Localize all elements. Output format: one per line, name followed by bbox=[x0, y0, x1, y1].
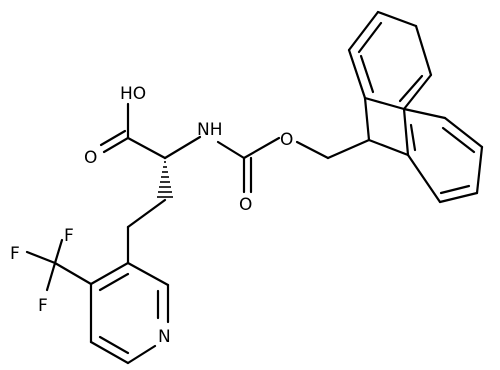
bond bbox=[402, 73, 433, 111]
bond bbox=[126, 136, 167, 160]
bond bbox=[414, 24, 433, 77]
bond bbox=[402, 107, 447, 120]
bond bbox=[45, 261, 57, 292]
bond bbox=[406, 153, 442, 204]
bond bbox=[53, 238, 64, 265]
atom-label-acid-oxygen: O bbox=[84, 148, 97, 168]
bond bbox=[25, 250, 57, 265]
bond bbox=[163, 135, 202, 160]
atom-label-fluorine-top: F bbox=[64, 226, 74, 246]
bond bbox=[357, 21, 383, 54]
bond bbox=[295, 140, 330, 160]
trifluoromethyl-group bbox=[25, 238, 93, 292]
bond bbox=[359, 54, 375, 94]
bond bbox=[99, 129, 127, 147]
bond bbox=[53, 261, 93, 286]
atom-label-fluorine-bottom: F bbox=[38, 296, 48, 316]
bond bbox=[242, 136, 281, 160]
bond bbox=[89, 261, 130, 286]
bond bbox=[98, 335, 130, 355]
bond bbox=[347, 48, 367, 100]
atom-label-amine: NH bbox=[197, 120, 223, 140]
bond bbox=[443, 116, 484, 149]
bond bbox=[376, 10, 418, 28]
pyridine-ring bbox=[89, 261, 170, 365]
carbamate-linker bbox=[216, 136, 371, 194]
bond bbox=[126, 198, 167, 229]
bond bbox=[363, 96, 371, 142]
atom-label-carbonyl-oxygen: O bbox=[239, 195, 252, 215]
fluorene-group bbox=[347, 10, 484, 204]
bond bbox=[363, 96, 406, 111]
bond bbox=[438, 191, 479, 204]
amino-acid-backbone bbox=[99, 102, 202, 265]
bond bbox=[326, 138, 371, 160]
bond bbox=[126, 261, 170, 287]
bond bbox=[402, 107, 410, 157]
bond bbox=[439, 184, 471, 195]
bond bbox=[441, 126, 476, 154]
atom-label-ester-oxygen: O bbox=[280, 130, 293, 150]
bond bbox=[367, 138, 410, 157]
hashed-wedge-bond bbox=[157, 161, 173, 198]
bond bbox=[89, 340, 130, 365]
atom-label-fluorine-left: F bbox=[10, 244, 20, 264]
bond bbox=[102, 136, 130, 154]
atom-label-pyridine-nitrogen: N bbox=[158, 327, 171, 347]
bond bbox=[98, 272, 130, 292]
bond bbox=[475, 145, 484, 195]
bond bbox=[126, 344, 157, 365]
atom-label-hydroxyl: HO bbox=[120, 84, 146, 104]
bond bbox=[409, 123, 417, 152]
bond bbox=[347, 10, 380, 52]
bond bbox=[398, 74, 424, 103]
bond bbox=[216, 140, 246, 160]
